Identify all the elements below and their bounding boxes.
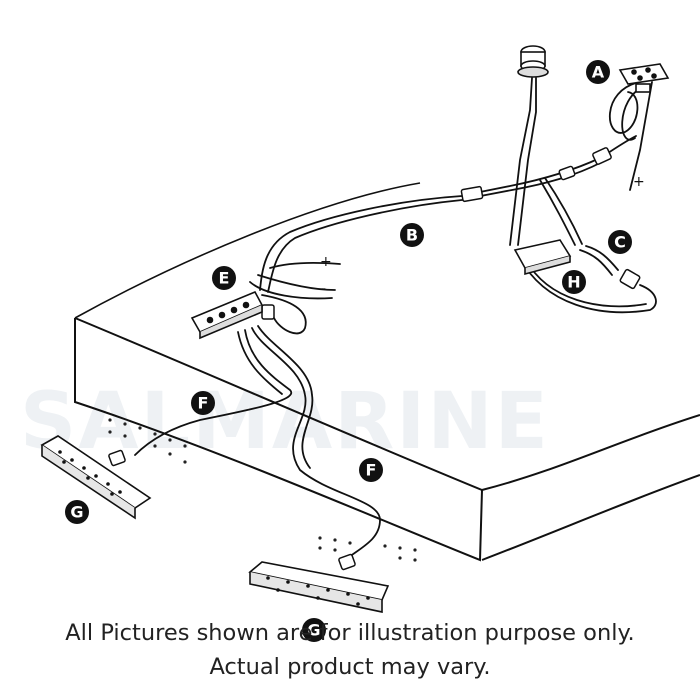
callout-g-starboard: G — [302, 618, 326, 642]
e-minus-label: - — [321, 281, 326, 297]
port-mounting-holes — [108, 418, 187, 464]
pole-light-icon — [517, 45, 549, 78]
starboard-mounting-holes — [318, 536, 417, 562]
callout-a: A — [586, 60, 610, 84]
e-plus-label: + — [320, 254, 332, 270]
callout-e-label: E — [219, 269, 230, 288]
callout-g-starboard-label: G — [307, 621, 320, 640]
port-light-bar-icon — [40, 435, 152, 520]
callout-f-starboard: F — [359, 458, 383, 482]
boat-hull — [74, 182, 700, 562]
port-light-plug — [108, 449, 126, 467]
callout-h: H — [562, 270, 586, 294]
c-plug — [619, 268, 641, 290]
switch-panel-icon — [618, 63, 670, 93]
wiring-harness — [134, 77, 657, 561]
controller-box-icon — [513, 239, 572, 276]
callout-a-label: A — [592, 63, 605, 82]
b-connector — [460, 185, 484, 203]
callout-b-label: B — [406, 226, 418, 245]
callout-g-port: G — [65, 500, 89, 524]
callout-f-port: F — [191, 391, 215, 415]
callout-b: B — [400, 223, 424, 247]
switch-connector — [592, 147, 612, 165]
switch-plus-label: + — [633, 174, 645, 190]
watermark: SALMARINE — [20, 377, 550, 467]
starboard-light-bar-icon — [248, 561, 390, 613]
callout-h-label: H — [567, 273, 580, 292]
disclaimer: All Pictures shown are for illustration … — [0, 616, 700, 684]
callout-g-port-label: G — [70, 503, 83, 522]
connectors — [108, 147, 641, 571]
harness-connector — [558, 165, 576, 181]
callout-e: E — [212, 266, 236, 290]
disclaimer-line-2: Actual product may vary. — [209, 654, 491, 680]
callout-c: C — [608, 230, 632, 254]
hub-plug — [261, 304, 275, 320]
callout-c-label: C — [614, 233, 626, 252]
callout-f-starboard-label: F — [366, 461, 377, 480]
callout-f-port-label: F — [198, 394, 209, 413]
starboard-light-plug — [338, 553, 356, 571]
distribution-hub-icon — [190, 290, 264, 340]
disclaimer-line-1: All Pictures shown are for illustration … — [65, 620, 635, 646]
